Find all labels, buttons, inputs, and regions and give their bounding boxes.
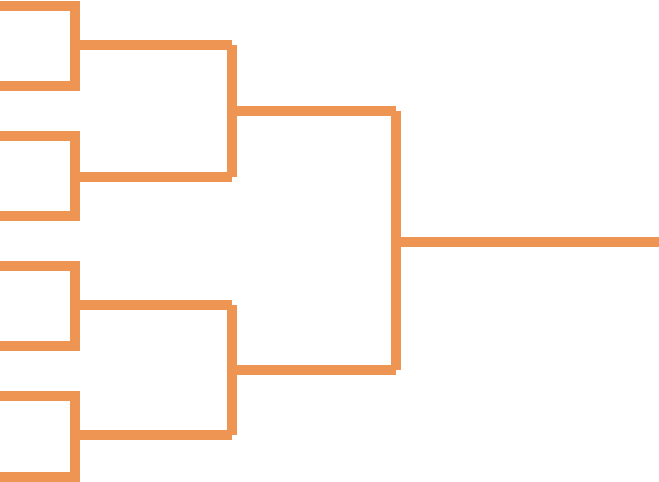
bracket-round-3-final: [391, 111, 659, 370]
bracket-round-1-match-4: [0, 391, 232, 482]
bracket-round-1-match-1: [0, 1, 232, 91]
bracket-round-2-match-1: [227, 45, 396, 177]
bracket-round-1-match-3: [0, 261, 232, 351]
bracket-round-1-match-2: [0, 131, 232, 221]
bracket-round-2-match-2: [227, 305, 396, 435]
